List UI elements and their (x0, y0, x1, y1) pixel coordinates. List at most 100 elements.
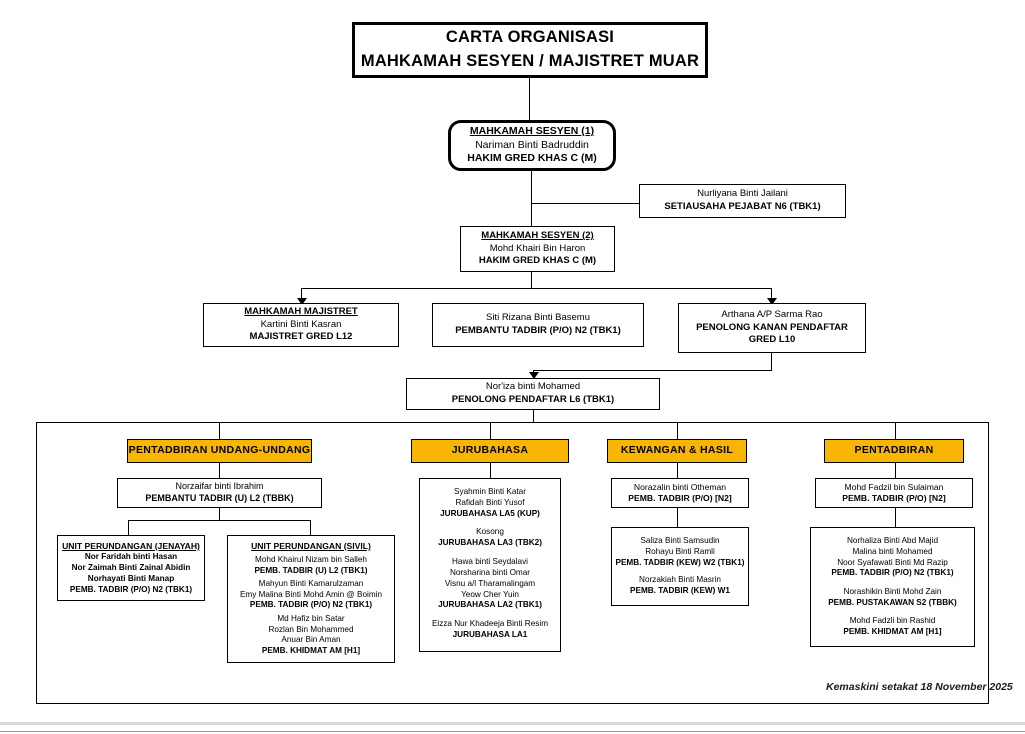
unit-sivil-g2-name-1: Mahyun Binti Kamarulzaman (258, 578, 364, 588)
node-penolong-pendaftar: Nor'iza binti Mohamed PENOLONG PENDAFTAR… (406, 378, 660, 410)
node-mahkamah-sesyen-2: MAHKAMAH SESYEN (2) Mohd Khairi Bin Haro… (460, 226, 615, 272)
node-mahkamah-sesyen-1: MAHKAMAH SESYEN (1) Nariman Binti Badrud… (448, 120, 616, 171)
connector-dept1-units-bus (128, 520, 310, 522)
unit-jenayah-position: PEMB. TADBIR (P/O) N2 (TBK1) (69, 584, 193, 594)
pent-g2-position: PEMB. PUSTAKAWAN S2 (TBBK) (828, 597, 957, 607)
kew-g1-name-1: Saliza Binti Samsudin (640, 536, 720, 545)
kew-g2-name-1: Norzakiah Binti Masrin (639, 575, 721, 585)
node-penolong-kanan-pendaftar: Arthana A/P Sarma Rao PENOLONG KANAN PEN… (678, 303, 866, 353)
penolong-pendaftar-position: PENOLONG PENDAFTAR L6 (TBK1) (451, 394, 615, 405)
penolong-kanan-position2: GRED L10 (748, 334, 796, 346)
dept1-lead-position: PEMBANTU TADBIR (U) L2 (TBBK) (145, 493, 294, 503)
unit-sivil-g3-name-3: Anuar Bin Aman (281, 635, 341, 645)
node-kewangan-staff: Saliza Binti Samsudin Rohayu Binti Ramli… (611, 527, 749, 606)
connector-bus-dept2 (490, 422, 492, 439)
chart-title-line2: MAHKAMAH SESYEN / MAJISTRET MUAR (360, 52, 700, 70)
sesyen2-position: HAKIM GRED KHAS C (M) (478, 255, 597, 267)
connector-sesyen2-down (531, 272, 533, 288)
juru-g4-name-1: Eizza Nur Khadeeja Binti Resim (431, 619, 549, 629)
unit-sivil-title: UNIT PERUNDANGAN (SIVIL) (251, 541, 371, 551)
node-pentadbiran-staff: Norhaliza Binti Abd Majid Malina binti M… (810, 527, 975, 647)
setiausaha-position: SETIAUSAHA PEJABAT N6 (TBK1) (664, 201, 821, 212)
unit-sivil-g2-name-2: Emy Malina Binti Mohd Amin @ Boimin (239, 589, 383, 599)
pent-g1-name-1: Norhaliza Binti Abd Majid (846, 536, 939, 545)
juru-g1-name-1: Syahmin Binti Katar (454, 487, 526, 496)
connector-dept1-to-lead (219, 463, 221, 478)
dept3-lead-name: Norazalin binti Otheman (633, 481, 727, 492)
unit-jenayah-name-2: Nor Zaimah Binti Zainal Abidin (71, 563, 191, 573)
connector-bus-to-penolong-kanan (771, 288, 773, 302)
setiausaha-name: Nurliyana Binti Jailani (697, 188, 788, 200)
juru-g1-name-2: Rafidah Binti Yusof (455, 497, 525, 507)
chart-title-box: CARTA ORGANISASI MAHKAMAH SESYEN / MAJIS… (352, 22, 708, 78)
dept3-header-label: KEWANGAN & HASIL (620, 444, 734, 457)
penolong-kanan-position1: PENOLONG KANAN PENDAFTAR (696, 321, 848, 333)
connector-dept1-unit1 (128, 520, 130, 535)
penolong-kanan-name: Arthana A/P Sarma Rao (721, 309, 823, 321)
connector-penolongkanan-down (771, 353, 773, 370)
dept1-header-label: PENTADBIRAN UNDANG-UNDANG (128, 444, 311, 457)
node-dept1-lead: Norzaifar binti Ibrahim PEMBANTU TADBIR … (117, 478, 322, 508)
connector-bus-dept4 (895, 422, 897, 439)
dept2-header-label: JURUBAHASA (451, 444, 529, 457)
pent-g3-position: PEMB. KHIDMAT AM [H1] (843, 627, 942, 637)
connector-sesyen1-down (531, 171, 533, 226)
dept4-header-label: PENTADBIRAN (854, 444, 934, 457)
connector-bus-to-majistret (301, 288, 303, 302)
juru-g2-position: JURUBAHASA LA3 (TBK2) (438, 538, 542, 548)
unit-sivil-g3-name-1: Md Hafiz bin Satar (277, 613, 345, 623)
node-pembantu-tadbir: Siti Rizana Binti Basemu PEMBANTU TADBIR… (432, 303, 644, 347)
pent-g1-name-2: Malina binti Mohamed (852, 546, 933, 556)
dept4-lead-name: Mohd Fadzil bin Sulaiman (844, 481, 944, 492)
node-dept4-lead: Mohd Fadzil bin Sulaiman PEMB. TADBIR (P… (815, 478, 973, 508)
majistret-position: MAJISTRET GRED L12 (249, 331, 353, 343)
connector-sesyen1-to-setiausaha (531, 203, 639, 205)
connector-dept3-to-lead (677, 463, 679, 478)
majistret-heading: MAHKAMAH MAJISTRET (244, 306, 358, 318)
connector-penolong-pendaftar-down (533, 410, 535, 422)
node-mahkamah-majistret: MAHKAMAH MAJISTRET Kartini Binti Kasran … (203, 303, 399, 347)
unit-jenayah-name-3: Norhayati Binti Manap (87, 574, 175, 583)
dept1-lead-name: Norzaifar binti Ibrahim (175, 481, 264, 492)
juru-g2-name-1: Kosong (476, 527, 504, 537)
sesyen2-name: Mohd Khairi Bin Haron (489, 242, 586, 254)
unit-jenayah-name-1: Nor Faridah binti Hasan (84, 552, 178, 562)
unit-sivil-g1-name-1: Mohd Khairul Nizam bin Salleh (255, 554, 367, 564)
connector-dept1-unit2 (310, 520, 312, 535)
juru-g3-position: JURUBAHASA LA2 (TBK1) (438, 600, 542, 610)
bottom-divider-secondary (0, 731, 1025, 732)
pent-g1-name-3: Noor Syafawati Binti Md Razip (837, 557, 948, 567)
kew-g1-position: PEMB. TADBIR (KEW) W2 (TBK1) (615, 557, 745, 567)
sesyen2-heading: MAHKAMAH SESYEN (2) (481, 230, 594, 242)
dept3-lead-position: PEMB. TADBIR (P/O) [N2] (628, 493, 732, 503)
department-header-pentadbiran[interactable]: PENTADBIRAN (824, 439, 964, 463)
penolong-pendaftar-name: Nor'iza binti Mohamed (485, 381, 581, 393)
connector-bus-dept3 (677, 422, 679, 439)
unit-sivil-g1-position: PEMB. TADBIR (U) L2 (TBK1) (254, 565, 368, 575)
node-unit-perundangan-sivil: UNIT PERUNDANGAN (SIVIL) Mohd Khairul Ni… (227, 535, 395, 663)
department-header-pentadbiran-undang-undang[interactable]: PENTADBIRAN UNDANG-UNDANG (127, 439, 312, 463)
connector-departments-bus (219, 422, 895, 424)
sesyen1-heading: MAHKAMAH SESYEN (1) (469, 124, 595, 137)
unit-sivil-g3-position: PEMB. KHIDMAT AM [H1] (261, 646, 361, 656)
connector-row3-bus (301, 288, 772, 290)
juru-g1-position: JURUBAHASA LA5 (KUP) (440, 508, 540, 518)
bottom-divider (0, 722, 1025, 725)
dept4-lead-position: PEMB. TADBIR (P/O) [N2] (842, 493, 946, 503)
connector-dept3-lead-down (677, 508, 679, 527)
juru-g3-name-4: Yeow Cher Yuin (461, 589, 519, 599)
pent-g2-name-1: Norashikin Binti Mohd Zain (843, 587, 942, 596)
department-header-kewangan-hasil[interactable]: KEWANGAN & HASIL (607, 439, 747, 463)
sesyen1-position: HAKIM GRED KHAS C (M) (467, 152, 597, 165)
juru-g3-name-2: Norsharina binti Omar (449, 567, 531, 577)
juru-g3-name-1: Hawa binti Seydalavi (451, 557, 528, 567)
unit-sivil-g3-name-2: Rozlan Bin Mohammed (268, 624, 354, 634)
pembantu-tadbir-name: Siti Rizana Binti Basemu (485, 312, 591, 324)
arrow-to-majistret (297, 298, 307, 305)
department-header-jurubahasa[interactable]: JURUBAHASA (411, 439, 569, 463)
kew-g2-position: PEMB. TADBIR (KEW) W1 (630, 586, 730, 596)
arrow-to-penolong-kanan (767, 298, 777, 305)
pembantu-tadbir-position: PEMBANTU TADBIR (P/O) N2 (TBK1) (455, 325, 621, 336)
pent-g1-position: PEMB. TADBIR (P/O) N2 (TBK1) (831, 568, 954, 578)
